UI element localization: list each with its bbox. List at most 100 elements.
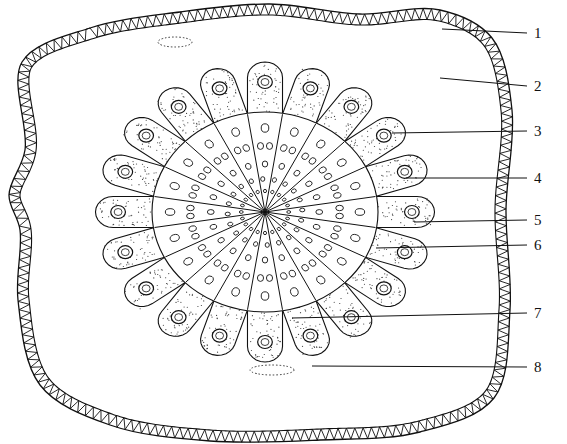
stipple-dot (356, 145, 357, 146)
zigzag-band (9, 4, 513, 442)
cell-nucleus (171, 311, 186, 324)
vessel-opening (229, 169, 237, 177)
stipple-dot (140, 249, 141, 250)
stipple-dot (395, 254, 396, 255)
stipple-dot (430, 224, 431, 225)
vessel-opening (249, 193, 254, 197)
stipple-dot (114, 159, 115, 160)
stipple-dot (348, 128, 349, 129)
stipple-dot (363, 323, 364, 324)
stipple-dot (133, 286, 134, 287)
stipple-dot (134, 225, 135, 226)
stipple-dot (387, 145, 388, 146)
stipple-dot (294, 320, 295, 321)
stipple-dot (387, 119, 388, 120)
vessel-opening (169, 233, 180, 242)
leader-line (376, 245, 527, 248)
stipple-dot (195, 319, 196, 320)
vessel-opening (243, 198, 248, 202)
stipple-dot (382, 187, 383, 188)
stipple-dot (161, 292, 162, 293)
stipple-dot (175, 302, 176, 303)
vessel-opening (220, 152, 229, 161)
stipple-dot (176, 143, 177, 144)
stipple-dot (152, 238, 153, 239)
stipple-dot (144, 202, 145, 203)
stipple-dot (412, 219, 413, 220)
stipple-dot (172, 142, 173, 143)
stipple-dot (382, 165, 383, 166)
stipple-dot (371, 152, 372, 153)
stipple-dot (305, 104, 306, 105)
callout-number: 6 (534, 236, 542, 254)
stipple-dot (174, 325, 175, 326)
stipple-dot (131, 184, 132, 185)
stipple-dot (278, 89, 279, 90)
stipple-dot (264, 354, 265, 355)
stipple-dot (361, 279, 362, 280)
stipple-dot (367, 271, 368, 272)
stipple-dot (358, 274, 359, 275)
stipple-dot (361, 135, 362, 136)
stipple-dot (224, 324, 225, 325)
stipple-dot (254, 73, 255, 74)
vessel-opening (213, 259, 222, 268)
stipple-dot (427, 217, 428, 218)
vessel-opening (191, 233, 200, 240)
stipple-dot (157, 289, 158, 290)
stipple-dot (132, 224, 133, 225)
stipple-dot (252, 338, 253, 339)
stipple-dot (158, 269, 159, 270)
stipple-dot (302, 324, 303, 325)
stipple-dot (114, 169, 115, 170)
stipple-dot (241, 317, 242, 318)
stipple-dot (381, 175, 382, 176)
stipple-dot (142, 164, 143, 165)
cell-nucleus-inner (401, 249, 409, 256)
stipple-dot (135, 172, 136, 173)
stipple-dot (317, 313, 318, 314)
stipple-dot (252, 325, 253, 326)
vessel-opening (282, 181, 288, 187)
stipple-dot (174, 89, 175, 90)
stipple-dot (395, 239, 396, 240)
stipple-dot (388, 235, 389, 236)
stipple-dot (300, 83, 301, 84)
stipple-dot (392, 205, 393, 206)
stipple-dot (113, 257, 114, 258)
stipple-dot (326, 308, 327, 309)
vessel-opening (225, 212, 230, 216)
stipple-dot (111, 242, 112, 243)
stipple-dot (217, 318, 218, 319)
stipple-dot (154, 186, 155, 187)
stipple-dot (143, 206, 144, 207)
stipple-dot (340, 298, 341, 299)
stipple-dot (369, 98, 370, 99)
stipple-dot (388, 233, 389, 234)
vessel-opening (187, 213, 195, 218)
stipple-dot (156, 127, 157, 128)
stipple-dot (198, 121, 199, 122)
stipple-dot (317, 96, 318, 97)
cell-nucleus-inner (401, 168, 409, 175)
stipple-dot (416, 163, 417, 164)
radial-wall (186, 212, 265, 282)
stipple-dot (384, 148, 385, 149)
cell-nucleus (118, 165, 133, 178)
stipple-dot (136, 125, 137, 126)
cell-nucleus (212, 82, 227, 95)
stipple-dot (181, 309, 182, 310)
stipple-dot (315, 326, 316, 327)
stipple-dot (323, 333, 324, 334)
stipple-dot (278, 314, 279, 315)
stipple-dot (139, 234, 140, 235)
stipple-dot (176, 88, 177, 89)
stipple-dot (212, 94, 213, 95)
stipple-dot (378, 187, 379, 188)
stipple-dot (144, 232, 145, 233)
stipple-dot (236, 314, 237, 315)
stipple-dot (379, 279, 380, 280)
stipple-dot (132, 263, 133, 264)
stipple-dot (369, 284, 370, 285)
radial-wall (247, 114, 265, 212)
